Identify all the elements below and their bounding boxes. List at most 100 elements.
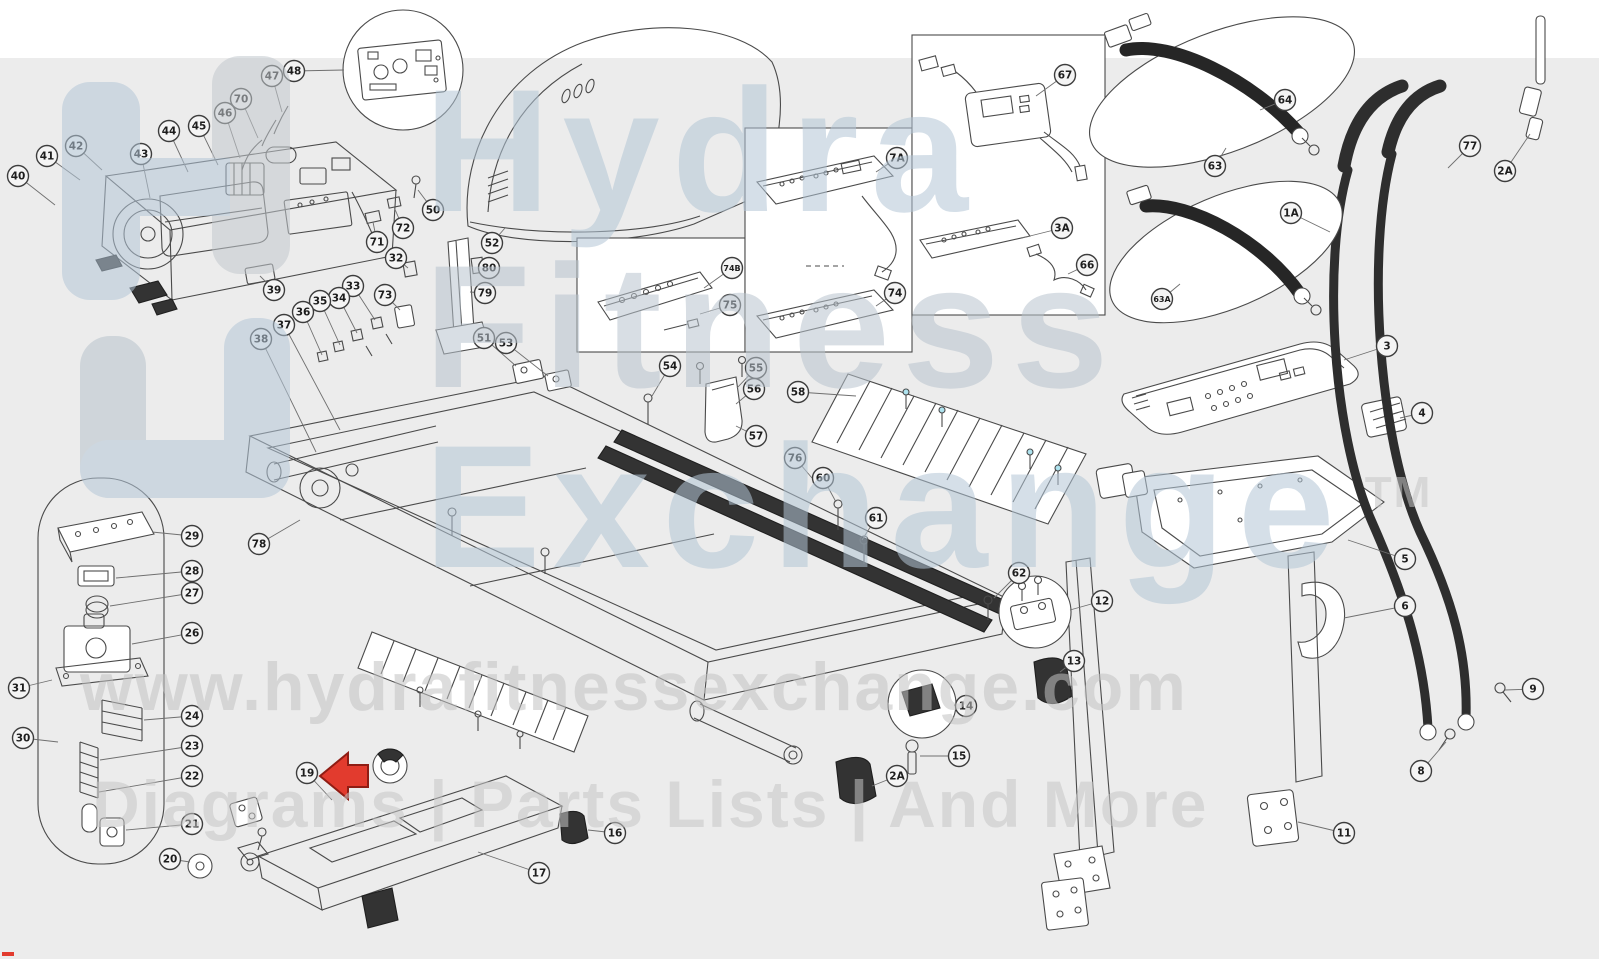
base-frame bbox=[187, 748, 564, 929]
svg-text:60: 60 bbox=[816, 473, 831, 485]
svg-text:17: 17 bbox=[532, 868, 547, 880]
svg-text:40: 40 bbox=[11, 171, 26, 183]
svg-text:63: 63 bbox=[1208, 161, 1223, 173]
deck-and-frame bbox=[245, 355, 1087, 845]
leader-line-37 bbox=[283, 324, 341, 431]
part-callout-16: 16 bbox=[603, 821, 627, 845]
svg-text:48: 48 bbox=[287, 66, 302, 78]
part-callout-41: 41 bbox=[35, 144, 59, 168]
part-callout-75: 75 bbox=[718, 293, 742, 317]
svg-text:75: 75 bbox=[723, 300, 738, 312]
part-callout-2A: 2A bbox=[885, 764, 909, 788]
part-callout-71: 71 bbox=[365, 230, 389, 254]
svg-text:30: 30 bbox=[16, 733, 31, 745]
svg-text:35: 35 bbox=[313, 296, 328, 308]
svg-text:70: 70 bbox=[234, 94, 249, 106]
part-callout-27: 27 bbox=[180, 581, 204, 605]
svg-text:55: 55 bbox=[749, 363, 764, 375]
controller-board-inset bbox=[342, 9, 464, 131]
svg-text:7A: 7A bbox=[889, 153, 905, 165]
part-callout-8: 8 bbox=[1409, 759, 1433, 783]
svg-text:3A: 3A bbox=[1054, 223, 1070, 235]
part-callout-77: 77 bbox=[1458, 134, 1482, 158]
part-callout-45: 45 bbox=[187, 114, 211, 138]
svg-text:52: 52 bbox=[485, 238, 500, 250]
svg-text:37: 37 bbox=[277, 320, 292, 332]
svg-text:36: 36 bbox=[296, 307, 311, 319]
part-callout-42: 42 bbox=[64, 134, 88, 158]
part-callout-12: 12 bbox=[1090, 589, 1114, 613]
svg-text:71: 71 bbox=[370, 237, 385, 249]
svg-text:78: 78 bbox=[252, 539, 267, 551]
svg-text:47: 47 bbox=[265, 71, 280, 83]
svg-text:63A: 63A bbox=[1153, 295, 1171, 304]
part-callout-57: 57 bbox=[744, 424, 768, 448]
part-callout-15: 15 bbox=[947, 744, 971, 768]
leader-line-38 bbox=[260, 338, 317, 453]
svg-text:39: 39 bbox=[267, 285, 282, 297]
svg-text:2A: 2A bbox=[1497, 166, 1513, 178]
svg-text:21: 21 bbox=[185, 819, 200, 831]
part-callout-14: 14 bbox=[954, 694, 978, 718]
part-callout-66: 66 bbox=[1075, 253, 1099, 277]
svg-text:45: 45 bbox=[192, 121, 207, 133]
part-callout-79: 79 bbox=[473, 281, 497, 305]
svg-text:67: 67 bbox=[1058, 70, 1073, 82]
svg-text:27: 27 bbox=[185, 588, 200, 600]
part-callout-74: 74 bbox=[883, 281, 907, 305]
part-callout-72: 72 bbox=[391, 216, 415, 240]
svg-text:61: 61 bbox=[869, 513, 884, 525]
svg-text:24: 24 bbox=[185, 711, 200, 723]
part-callout-20: 20 bbox=[158, 847, 182, 871]
highlight-arrow bbox=[318, 750, 369, 802]
frame-uprights-small-parts bbox=[316, 237, 572, 392]
svg-text:12: 12 bbox=[1095, 596, 1110, 608]
svg-text:57: 57 bbox=[749, 431, 764, 443]
part-callout-56: 56 bbox=[742, 377, 766, 401]
part-callout-28: 28 bbox=[180, 559, 204, 583]
leader-line-23 bbox=[99, 745, 193, 761]
part-callout-21: 21 bbox=[180, 812, 204, 836]
part-callout-7A: 7A bbox=[885, 146, 909, 170]
svg-text:53: 53 bbox=[499, 338, 514, 350]
part-callout-5: 5 bbox=[1393, 547, 1417, 571]
svg-text:66: 66 bbox=[1080, 260, 1095, 272]
part-callout-78: 78 bbox=[247, 532, 271, 556]
part-callout-36: 36 bbox=[291, 300, 315, 324]
svg-text:50: 50 bbox=[426, 205, 441, 217]
svg-text:38: 38 bbox=[254, 334, 269, 346]
part-callout-32: 32 bbox=[384, 246, 408, 270]
svg-text:34: 34 bbox=[332, 293, 347, 305]
part-callout-63: 63 bbox=[1203, 154, 1227, 178]
svg-text:22: 22 bbox=[185, 771, 200, 783]
svg-text:19: 19 bbox=[300, 768, 315, 780]
svg-text:5: 5 bbox=[1401, 554, 1408, 566]
part-callout-11: 11 bbox=[1332, 821, 1356, 845]
part-callout-67: 67 bbox=[1053, 63, 1077, 87]
part-callout-22: 22 bbox=[180, 764, 204, 788]
svg-text:79: 79 bbox=[478, 288, 493, 300]
part-callout-23: 23 bbox=[180, 734, 204, 758]
svg-text:62: 62 bbox=[1012, 568, 1027, 580]
console-detail-insets bbox=[576, 34, 1106, 353]
part-callout-30: 30 bbox=[11, 726, 35, 750]
part-callout-13: 13 bbox=[1062, 649, 1086, 673]
part-callout-58: 58 bbox=[786, 380, 810, 404]
part-callout-39: 39 bbox=[262, 278, 286, 302]
svg-text:1A: 1A bbox=[1283, 208, 1299, 220]
part-callout-60: 60 bbox=[811, 466, 835, 490]
part-callout-73: 73 bbox=[373, 283, 397, 307]
part-callout-29: 29 bbox=[180, 524, 204, 548]
svg-text:74B: 74B bbox=[723, 264, 740, 273]
leader-line-22 bbox=[98, 775, 193, 793]
svg-text:54: 54 bbox=[663, 361, 678, 373]
part-callout-50: 50 bbox=[421, 198, 445, 222]
svg-text:16: 16 bbox=[608, 828, 623, 840]
svg-text:33: 33 bbox=[346, 281, 361, 293]
svg-text:8: 8 bbox=[1417, 766, 1424, 778]
part-callout-48: 48 bbox=[282, 59, 306, 83]
leader-line-27 bbox=[109, 592, 193, 607]
part-callout-38: 38 bbox=[249, 327, 273, 351]
